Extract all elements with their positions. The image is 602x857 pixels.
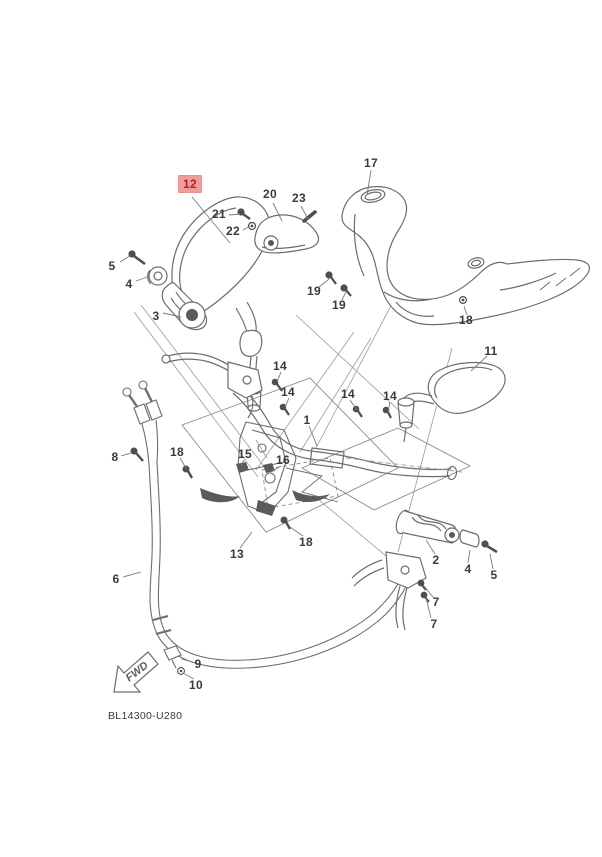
part-label-6[interactable]: 6 [112,572,120,586]
screw-14-icon [272,379,282,391]
screw-18-bottom-icon [281,517,290,529]
screw-18-left-icon [183,466,192,478]
cable-drawing [123,381,409,674]
cap-4-right-icon [460,530,479,547]
screw-21-icon [238,209,250,219]
clamp-9-icon [164,646,181,668]
lever-right-drawing [352,552,429,630]
screw-19-icon [326,272,351,296]
part-label-19[interactable]: 19 [307,284,321,298]
screw-14-icon [353,406,362,417]
part-label-2[interactable]: 2 [432,553,440,567]
front-panel-outline [182,378,470,532]
part-label-12-highlighted[interactable]: 12 [178,175,202,193]
cover-upper-drawing [238,209,319,253]
construction-lines [134,300,452,556]
part-label-21[interactable]: 21 [212,207,226,221]
part-label-9[interactable]: 9 [194,657,202,671]
screw-5-left-icon [129,251,145,264]
screw-7-icon [418,580,429,602]
part-label-16[interactable]: 16 [276,453,290,467]
part-label-5[interactable]: 5 [490,568,498,582]
part-label-20[interactable]: 20 [263,187,277,201]
part-label-14[interactable]: 14 [281,385,295,399]
cover-rear-drawing [326,187,590,325]
pin-23-icon [304,212,315,221]
part-label-3[interactable]: 3 [152,309,160,323]
part-label-4[interactable]: 4 [125,277,133,291]
clip-15-icon [236,462,249,473]
part-label-14[interactable]: 14 [273,359,287,373]
screw-5-right-icon [482,541,497,552]
grip-left-drawing [129,251,207,330]
part-label-14[interactable]: 14 [383,389,397,403]
part-label-7[interactable]: 7 [430,617,438,631]
screw-8-icon [131,448,143,461]
part-label-14[interactable]: 14 [341,387,355,401]
part-label-5[interactable]: 5 [108,259,116,273]
handlebar-drawing [233,386,462,480]
part-label-4[interactable]: 4 [464,562,472,576]
mirror-right-drawing [398,363,505,442]
leader-lines [120,170,493,679]
diagram-code: BL14300-U280 [108,710,182,722]
part-label-10[interactable]: 10 [189,678,203,692]
screw-18-right-icon [460,297,467,304]
grip-right-drawing [394,509,497,552]
screw-14-icon [383,407,391,418]
part-label-11[interactable]: 11 [484,344,498,358]
part-label-15[interactable]: 15 [238,447,252,461]
bracket-drawing [200,422,338,516]
nut-22-icon [249,223,256,230]
grip-3-icon [162,283,206,330]
part-label-13[interactable]: 13 [230,547,244,561]
part-label-18[interactable]: 18 [170,445,184,459]
cap-4-left-icon [148,267,167,285]
bolt-10-icon [178,668,185,675]
part-label-7[interactable]: 7 [432,595,440,609]
part-label-8[interactable]: 8 [111,450,119,464]
part-label-17[interactable]: 17 [364,156,378,170]
part-label-22[interactable]: 22 [226,224,240,238]
fwd-arrow: FWD [114,652,158,692]
part-label-18[interactable]: 18 [459,313,473,327]
part-label-23[interactable]: 23 [292,191,306,205]
screw-14-icon [280,404,289,415]
part-label-1[interactable]: 1 [303,413,311,427]
fasteners-drawing [131,379,391,529]
clip-16-icon [263,463,275,473]
part-label-19[interactable]: 19 [332,298,346,312]
lever-left-drawing [162,353,262,418]
part-label-18[interactable]: 18 [299,535,313,549]
